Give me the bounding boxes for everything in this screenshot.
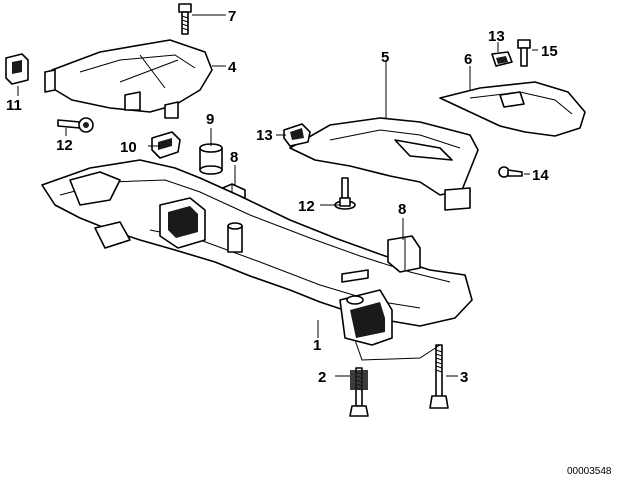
- right-plate: [439, 81, 586, 137]
- callout-2: 2: [318, 369, 326, 386]
- clip-13-left: [283, 123, 311, 147]
- clip-13-right: [491, 51, 513, 67]
- bolt-7: [178, 3, 192, 35]
- axle-carrier: [41, 159, 473, 346]
- callout-13-right: 13: [488, 28, 505, 45]
- callout-8-lower: 8: [398, 201, 406, 218]
- callout-10: 10: [120, 139, 137, 156]
- callout-9: 9: [206, 111, 214, 128]
- screw-12-left: [57, 117, 94, 133]
- callout-12-left: 12: [56, 137, 73, 154]
- cover-plate: [44, 39, 213, 119]
- rubber-block-11: [5, 53, 29, 85]
- screw-14: [498, 166, 523, 178]
- callout-7: 7: [228, 8, 236, 25]
- bolt-3: [429, 344, 449, 409]
- callout-8-upper: 8: [230, 149, 238, 166]
- callout-5: 5: [381, 49, 389, 66]
- bolt-15: [517, 39, 531, 67]
- center-plate: [289, 117, 479, 211]
- callout-1: 1: [313, 337, 321, 354]
- clip-10: [151, 131, 181, 159]
- callout-6: 6: [464, 51, 472, 68]
- leader-lines: [17, 14, 538, 377]
- callout-3: 3: [460, 369, 468, 386]
- callout-4: 4: [228, 59, 237, 76]
- callout-11: 11: [6, 97, 22, 114]
- screw-12-right: [334, 177, 356, 210]
- callout-12-right: 12: [298, 198, 315, 215]
- callout-14: 14: [532, 167, 549, 184]
- callout-15: 15: [541, 43, 558, 60]
- bushing-9: [199, 143, 223, 175]
- callout-13-left: 13: [256, 127, 273, 144]
- callout-labels: 7 4 11 12 10 9 8 5 6 13 15 13 14 12 8 1 …: [6, 8, 558, 386]
- document-number: 00003548: [567, 466, 612, 477]
- bolt-2: [349, 367, 369, 417]
